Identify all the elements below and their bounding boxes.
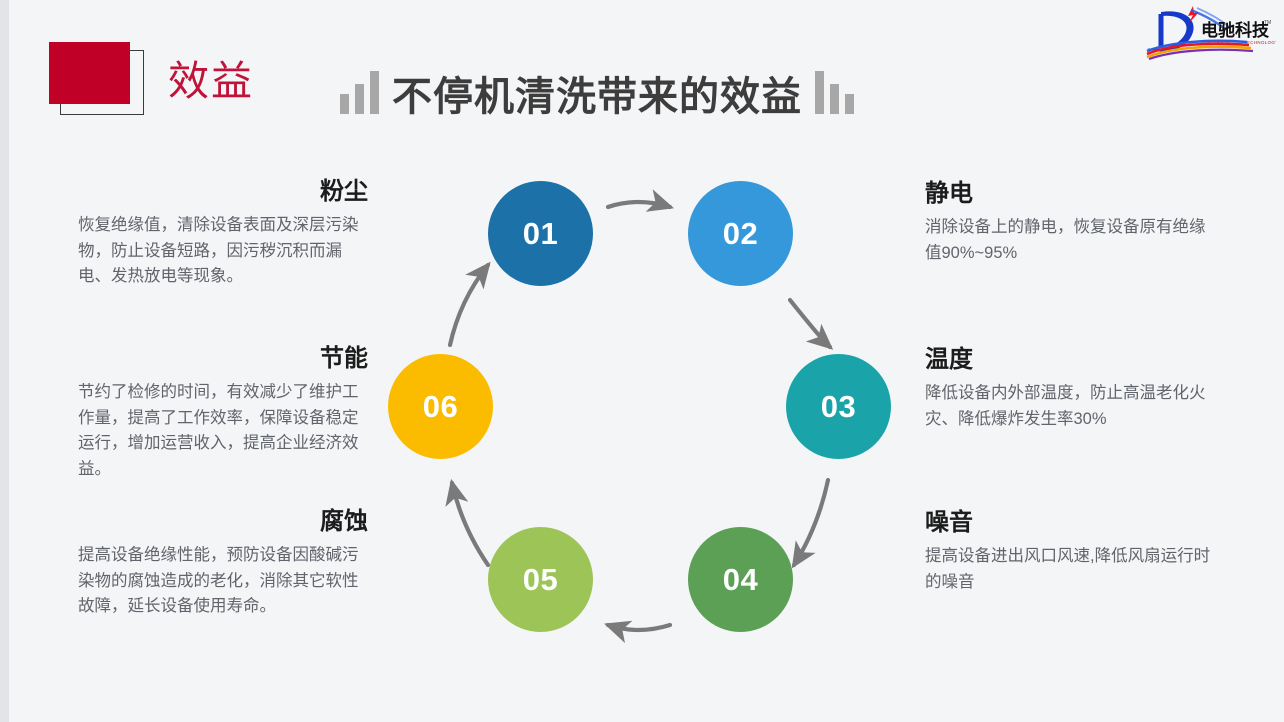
cycle-node-01[interactable]: 01 bbox=[488, 181, 593, 286]
cycle-arrows bbox=[445, 189, 834, 644]
benefit-block-corrosion: 腐蚀 提高设备绝缘性能，预防设备因酸碱污染物的腐蚀造成的老化，消除其它软性故障，… bbox=[78, 510, 368, 620]
section-label: 效益 bbox=[168, 58, 254, 104]
benefit-block-temperature: 温度 降低设备内外部温度，防止高温老化火灾、降低爆炸发生率30% bbox=[925, 348, 1215, 432]
benefit-title-energy: 节能 bbox=[320, 345, 368, 372]
cycle-node-06-number: 06 bbox=[422, 388, 459, 424]
cycle-node-05-number: 05 bbox=[522, 561, 559, 597]
cycle-node-03-number: 03 bbox=[820, 388, 857, 424]
cycle-node-05[interactable]: 05 bbox=[488, 527, 593, 632]
cycle-node-06[interactable]: 06 bbox=[388, 354, 493, 459]
benefit-desc-temperature: 降低设备内外部温度，防止高温老化火灾、降低爆炸发生率30% bbox=[925, 384, 1206, 428]
svg-text:电驰科技: 电驰科技 bbox=[1201, 20, 1270, 40]
page-title: 不停机清洗带来的效益 bbox=[392, 75, 802, 119]
benefit-title-static: 静电 bbox=[925, 180, 973, 207]
benefit-title-noise: 噪音 bbox=[925, 509, 973, 536]
benefit-desc-static: 消除设备上的静电，恢复设备原有绝缘值90%~95% bbox=[925, 218, 1206, 262]
benefit-title-corrosion: 腐蚀 bbox=[320, 508, 368, 535]
benefit-block-noise: 噪音 提高设备进出风口风速,降低风扇运行时的噪音 bbox=[925, 511, 1215, 595]
cycle-node-02-number: 02 bbox=[722, 215, 759, 251]
bar-chart-ascending-icon bbox=[340, 68, 379, 117]
header-red-square bbox=[49, 42, 130, 104]
company-logo: 电驰科技 ELECTRICAL CHI TECHNOLOGY TM bbox=[1131, 2, 1278, 61]
benefit-block-static: 静电 消除设备上的静电，恢复设备原有绝缘值90%~95% bbox=[925, 182, 1215, 266]
bar-chart-descending-icon bbox=[815, 68, 854, 117]
cycle-node-02[interactable]: 02 bbox=[688, 181, 793, 286]
title-group: 不停机清洗带来的效益 bbox=[340, 68, 854, 117]
benefit-title-dust: 粉尘 bbox=[320, 178, 368, 205]
benefit-block-dust: 粉尘 恢复绝缘值，清除设备表面及深层污染物，防止设备短路，因污秽沉积而漏电、发热… bbox=[78, 180, 368, 290]
cycle-node-01-number: 01 bbox=[522, 215, 559, 251]
cycle-node-04-number: 04 bbox=[722, 561, 759, 597]
cycle-node-04[interactable]: 04 bbox=[688, 527, 793, 632]
cycle-diagram: 01 02 03 04 05 06 bbox=[370, 165, 910, 665]
left-edge-band bbox=[0, 0, 9, 722]
cycle-node-03[interactable]: 03 bbox=[786, 354, 891, 459]
benefit-block-energy: 节能 节约了检修的时间，有效减少了维护工作量，提高了工作效率，保障设备稳定运行，… bbox=[78, 347, 368, 482]
benefit-desc-energy: 节约了检修的时间，有效减少了维护工作量，提高了工作效率，保障设备稳定运行，增加运… bbox=[78, 383, 359, 478]
svg-text:TM: TM bbox=[1264, 20, 1271, 26]
benefit-desc-corrosion: 提高设备绝缘性能，预防设备因酸碱污染物的腐蚀造成的老化，消除其它软性故障，延长设… bbox=[78, 546, 359, 616]
benefit-desc-dust: 恢复绝缘值，清除设备表面及深层污染物，防止设备短路，因污秽沉积而漏电、发热放电等… bbox=[78, 216, 359, 286]
benefit-title-temperature: 温度 bbox=[925, 346, 973, 373]
benefit-desc-noise: 提高设备进出风口风速,降低风扇运行时的噪音 bbox=[925, 547, 1211, 591]
